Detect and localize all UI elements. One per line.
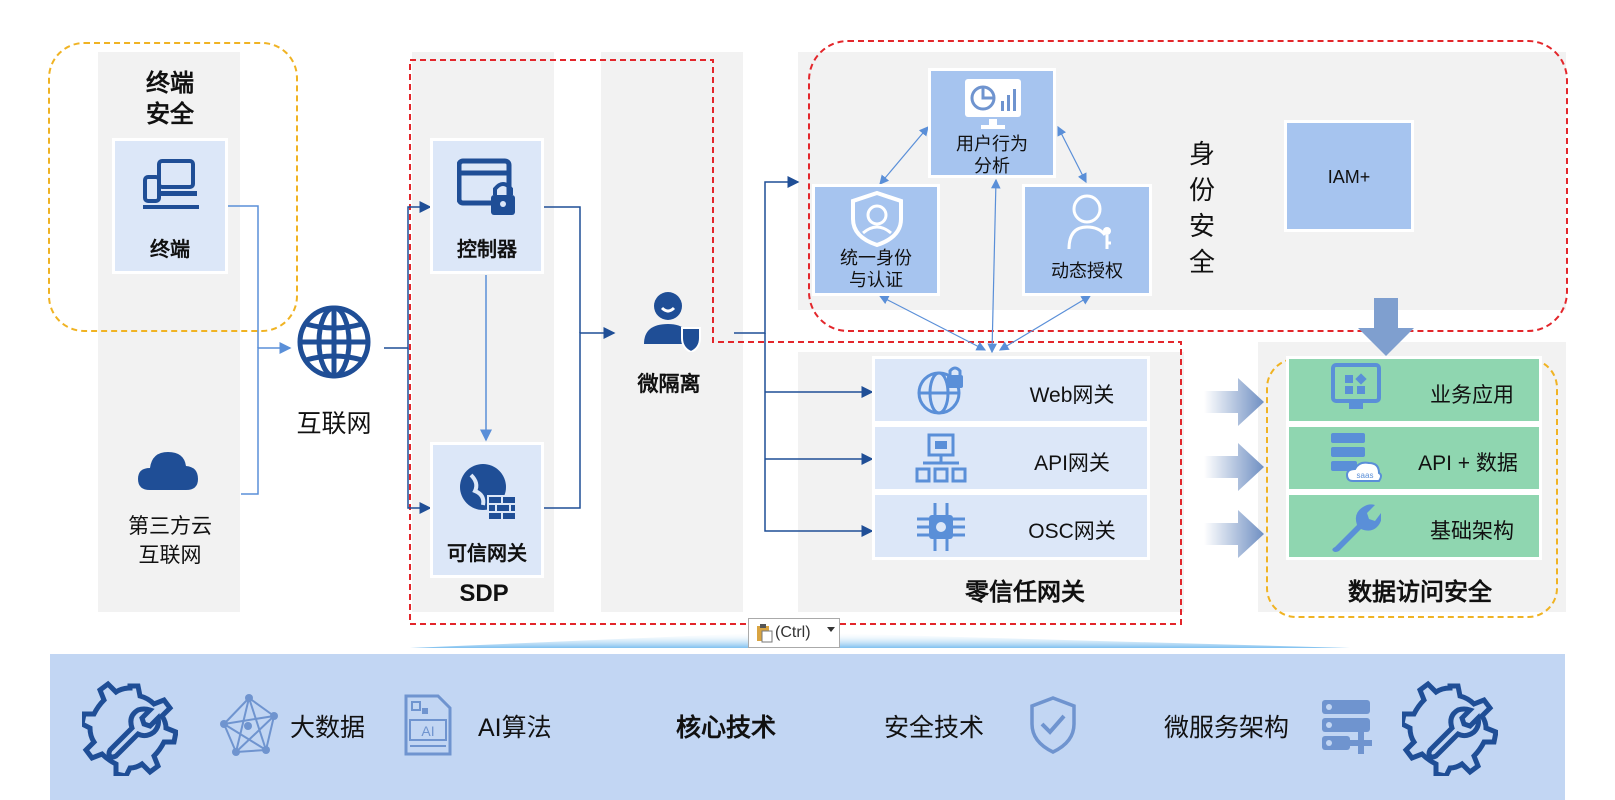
ai-algorithm-label: AI算法 [478,714,552,742]
web-gateway-label: Web网关 [1029,384,1115,407]
iam-plus-label: IAM+ [1327,167,1371,187]
business-app-row[interactable]: 业务应用 [1286,356,1542,424]
microservice-architecture-label: 微服务架构 [1164,714,1290,742]
clipboard-icon [757,624,773,643]
unified-identity-tile[interactable]: 统一身份 与认证 [812,184,940,296]
trusted-gateway-tile[interactable]: 可信网关 [430,442,544,578]
trusted-gateway-label: 可信网关 [447,543,527,565]
api-gateway-label: API网关 [1034,452,1110,475]
user-behavior-label: 用户行为 分析 [956,134,1028,176]
dynamic-authorization-label: 动态授权 [1051,261,1123,281]
osc-gateway-row[interactable]: OSC网关 [872,492,1150,560]
ai-document-icon: AI [404,694,452,756]
api-data-row[interactable]: saas API + 数据 [1286,424,1542,492]
endpoint-security-title: 终端 安全 [146,70,194,128]
core-technology-title: 核心技术 [676,714,777,742]
paste-options-label: (Ctrl) [775,624,811,641]
paste-options-button[interactable]: (Ctrl) [748,618,840,648]
globe-icon[interactable] [294,302,374,382]
big-data-label: 大数据 [290,714,366,742]
zero-trust-gateway-title: 零信任网关 [965,579,1085,606]
service-list-icon [1322,700,1372,754]
micro-isolation-label: 微隔离 [637,373,701,396]
dynamic-authorization-tile[interactable]: 动态授权 [1022,184,1152,296]
svg-text:saas: saas [1357,471,1374,480]
user-shield-icon[interactable] [640,288,704,352]
user-behavior-tile[interactable]: 用户行为 分析 [928,68,1056,178]
api-network-icon [915,433,967,483]
app-monitor-icon [1331,363,1381,409]
third-party-cloud-label: 第三方云 互联网 [128,515,212,567]
iam-plus-tile[interactable]: IAM+ [1284,120,1414,232]
endpoint-device-tile[interactable]: 终端 [112,138,228,274]
data-access-security-title: 数据访问安全 [1348,579,1492,606]
globe-firewall-icon [460,464,517,521]
web-gateway-row[interactable]: Web网关 [872,356,1150,424]
user-key-icon [1067,194,1111,250]
controller-tile[interactable]: 控制器 [430,138,544,274]
gear-wrench-icon-left [82,680,178,776]
core-technology-band [50,654,1565,800]
security-technology-label: 安全技术 [884,714,985,742]
lock-window-icon [457,158,515,215]
infrastructure-row[interactable]: 基础架构 [1286,492,1542,560]
saas-server-icon: saas [1331,433,1382,482]
controller-label: 控制器 [457,239,517,261]
monitor-chart-icon [965,79,1021,129]
osc-gateway-label: OSC网关 [1028,520,1116,543]
chevron-down-icon [827,627,835,632]
endpoint-device-label: 终端 [150,239,190,261]
api-gateway-row[interactable]: API网关 [872,424,1150,492]
gear-wrench-icon-right [1402,680,1498,776]
business-app-label: 业务应用 [1430,384,1514,407]
unified-identity-label: 统一身份 与认证 [840,248,912,290]
cloud-icon [138,452,198,490]
web-lock-icon [917,366,963,415]
chip-icon [917,503,965,551]
infrastructure-label: 基础架构 [1430,520,1514,543]
internet-label: 互联网 [296,410,372,438]
shield-user-icon [851,191,903,247]
endpoint-security-outline [48,42,298,332]
network-icon [220,694,278,756]
sdp-title: SDP [459,580,509,607]
identity-security-title: 身份 安全 [1188,139,1215,277]
shield-check-icon [1030,696,1076,754]
wrench-icon [1332,504,1381,552]
devices-icon [143,159,199,209]
api-data-label: API + 数据 [1418,452,1518,475]
ai-icon-text: AI [421,723,434,739]
